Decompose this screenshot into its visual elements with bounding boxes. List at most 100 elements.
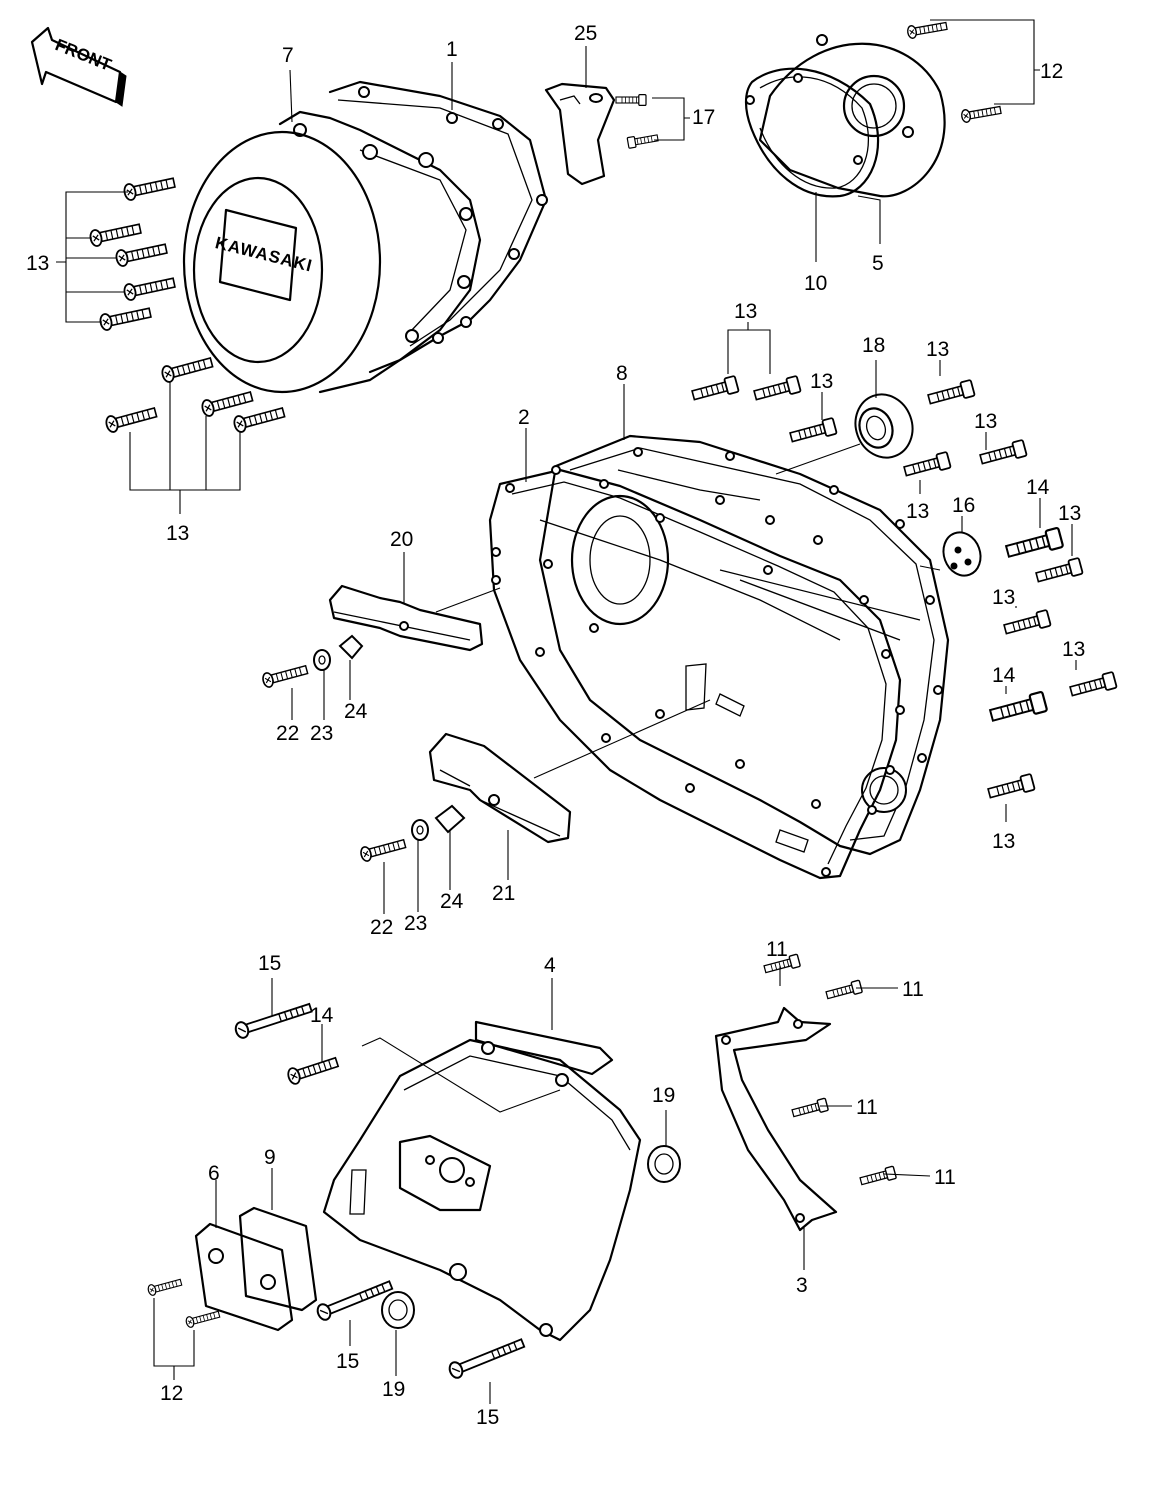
bolt-part-13 — [1034, 556, 1084, 587]
callout-24: 24 — [440, 890, 464, 913]
callout-13: 13 — [166, 522, 189, 545]
callout-12: 12 — [160, 1382, 183, 1405]
bolt-part-12 — [184, 1308, 221, 1329]
callout-2: 2 — [518, 406, 530, 429]
callout-15: 15 — [476, 1406, 499, 1429]
bolt-part-15 — [446, 1334, 527, 1381]
oil-seal-part-19-upper — [647, 1145, 681, 1183]
callout-22: 22 — [370, 916, 393, 939]
leader-lines — [56, 19, 1077, 1404]
callout-14: 14 — [310, 1004, 334, 1027]
bolt-part-13 — [122, 273, 177, 302]
bolt-part-13 — [159, 353, 215, 385]
bracket-part-3 — [714, 1006, 838, 1232]
callout-13: 13 — [926, 338, 949, 361]
callout-14: 14 — [1026, 476, 1050, 499]
bolt-part-11 — [824, 979, 864, 1003]
bolt-part-13 — [103, 403, 159, 435]
bolt-part-13 — [926, 378, 976, 409]
bolt-part-13 — [1002, 608, 1052, 639]
callout-21: 21 — [492, 882, 515, 905]
bolt-part-13 — [122, 173, 177, 202]
callout-25: 25 — [574, 22, 597, 45]
callout-11: 11 — [934, 1166, 956, 1189]
callout-12: 12 — [1040, 60, 1063, 83]
bolt-part-13 — [690, 374, 740, 405]
bolt-part-13 — [788, 416, 838, 447]
clutch-cover-part-8 — [538, 434, 950, 856]
callout-9: 9 — [264, 1146, 276, 1169]
callout-18: 18 — [862, 334, 885, 357]
outer-cover-part-5 — [758, 34, 946, 198]
sprocket-cover-part-4 — [322, 1020, 642, 1342]
callout-19: 19 — [382, 1378, 405, 1401]
callout-19: 19 — [652, 1084, 675, 1107]
callout-13: 13 — [992, 586, 1015, 609]
bolt-part-12 — [906, 19, 949, 40]
brand-text: KAWASAKI — [213, 233, 314, 276]
generator-cover: KAWASAKI — [182, 80, 548, 394]
callout-13: 13 — [734, 300, 757, 323]
callout-20: 20 — [390, 528, 413, 551]
callout-24: 24 — [344, 700, 368, 723]
bolt-part-17 — [626, 131, 660, 149]
callout-11: 11 — [766, 938, 788, 961]
callout-1: 1 — [446, 38, 458, 61]
bolt-part-12 — [960, 103, 1003, 124]
oil-seal-part-18 — [854, 393, 914, 459]
plate-part-6 — [194, 1222, 294, 1332]
bolt-part-13 — [1068, 670, 1118, 701]
callout-7: 7 — [282, 44, 294, 67]
callout-4: 4 — [544, 954, 556, 977]
bolt-part-13 — [98, 303, 153, 332]
bolt-part-15 — [232, 999, 314, 1041]
oil-seal-part-19-lower — [381, 1291, 415, 1329]
callout-labels: 7 1 25 17 12 10 5 13 13 13 13 18 13 13 1… — [26, 22, 1085, 1429]
callout-11: 11 — [856, 1096, 878, 1119]
bolt-part-11 — [858, 1165, 898, 1189]
bolt-part-11 — [790, 1097, 830, 1121]
front-arrow: FRONT — [30, 26, 127, 107]
callout-11: 11 — [902, 978, 924, 1001]
hardware-set-upper — [260, 634, 364, 689]
callout-5: 5 — [872, 252, 884, 275]
bolt-part-14 — [1003, 526, 1065, 563]
gasket-part-10 — [744, 67, 880, 198]
bracket-part-25 — [544, 82, 616, 186]
chain-guide-part-21 — [428, 732, 572, 844]
cap-part-16 — [942, 531, 982, 577]
callout-17: 17 — [692, 106, 715, 129]
bolt-part-13 — [88, 219, 143, 248]
callout-15: 15 — [258, 952, 281, 975]
front-label: FRONT — [53, 35, 115, 75]
chain-guide-part-20 — [328, 584, 484, 652]
callout-13: 13 — [26, 252, 49, 275]
callout-13: 13 — [1062, 638, 1085, 661]
callout-13: 13 — [992, 830, 1015, 853]
bolt-part-13 — [231, 403, 287, 435]
callout-22: 22 — [276, 722, 299, 745]
bolt-part-13 — [902, 450, 952, 481]
callout-13: 13 — [810, 370, 833, 393]
callout-14: 14 — [992, 664, 1016, 687]
clutch-gasket-part-2 — [488, 465, 905, 880]
bolt-part-13 — [752, 374, 802, 405]
hardware-set-lower — [358, 804, 466, 863]
bolt-part-14 — [285, 1053, 341, 1087]
callout-13: 13 — [974, 410, 997, 433]
callout-8: 8 — [616, 362, 628, 385]
callout-15: 15 — [336, 1350, 359, 1373]
bolt-part-13 — [986, 772, 1036, 803]
callout-3: 3 — [796, 1274, 808, 1297]
bolt-part-13 — [114, 239, 169, 268]
callout-10: 10 — [804, 272, 827, 295]
callout-6: 6 — [208, 1162, 220, 1185]
callout-23: 23 — [404, 912, 427, 935]
callout-16: 16 — [952, 494, 975, 517]
bolt-part-17 — [615, 93, 647, 107]
plate-part-9 — [238, 1206, 318, 1312]
callout-23: 23 — [310, 722, 333, 745]
callout-13: 13 — [1058, 502, 1081, 525]
bolt-part-14 — [987, 690, 1049, 727]
